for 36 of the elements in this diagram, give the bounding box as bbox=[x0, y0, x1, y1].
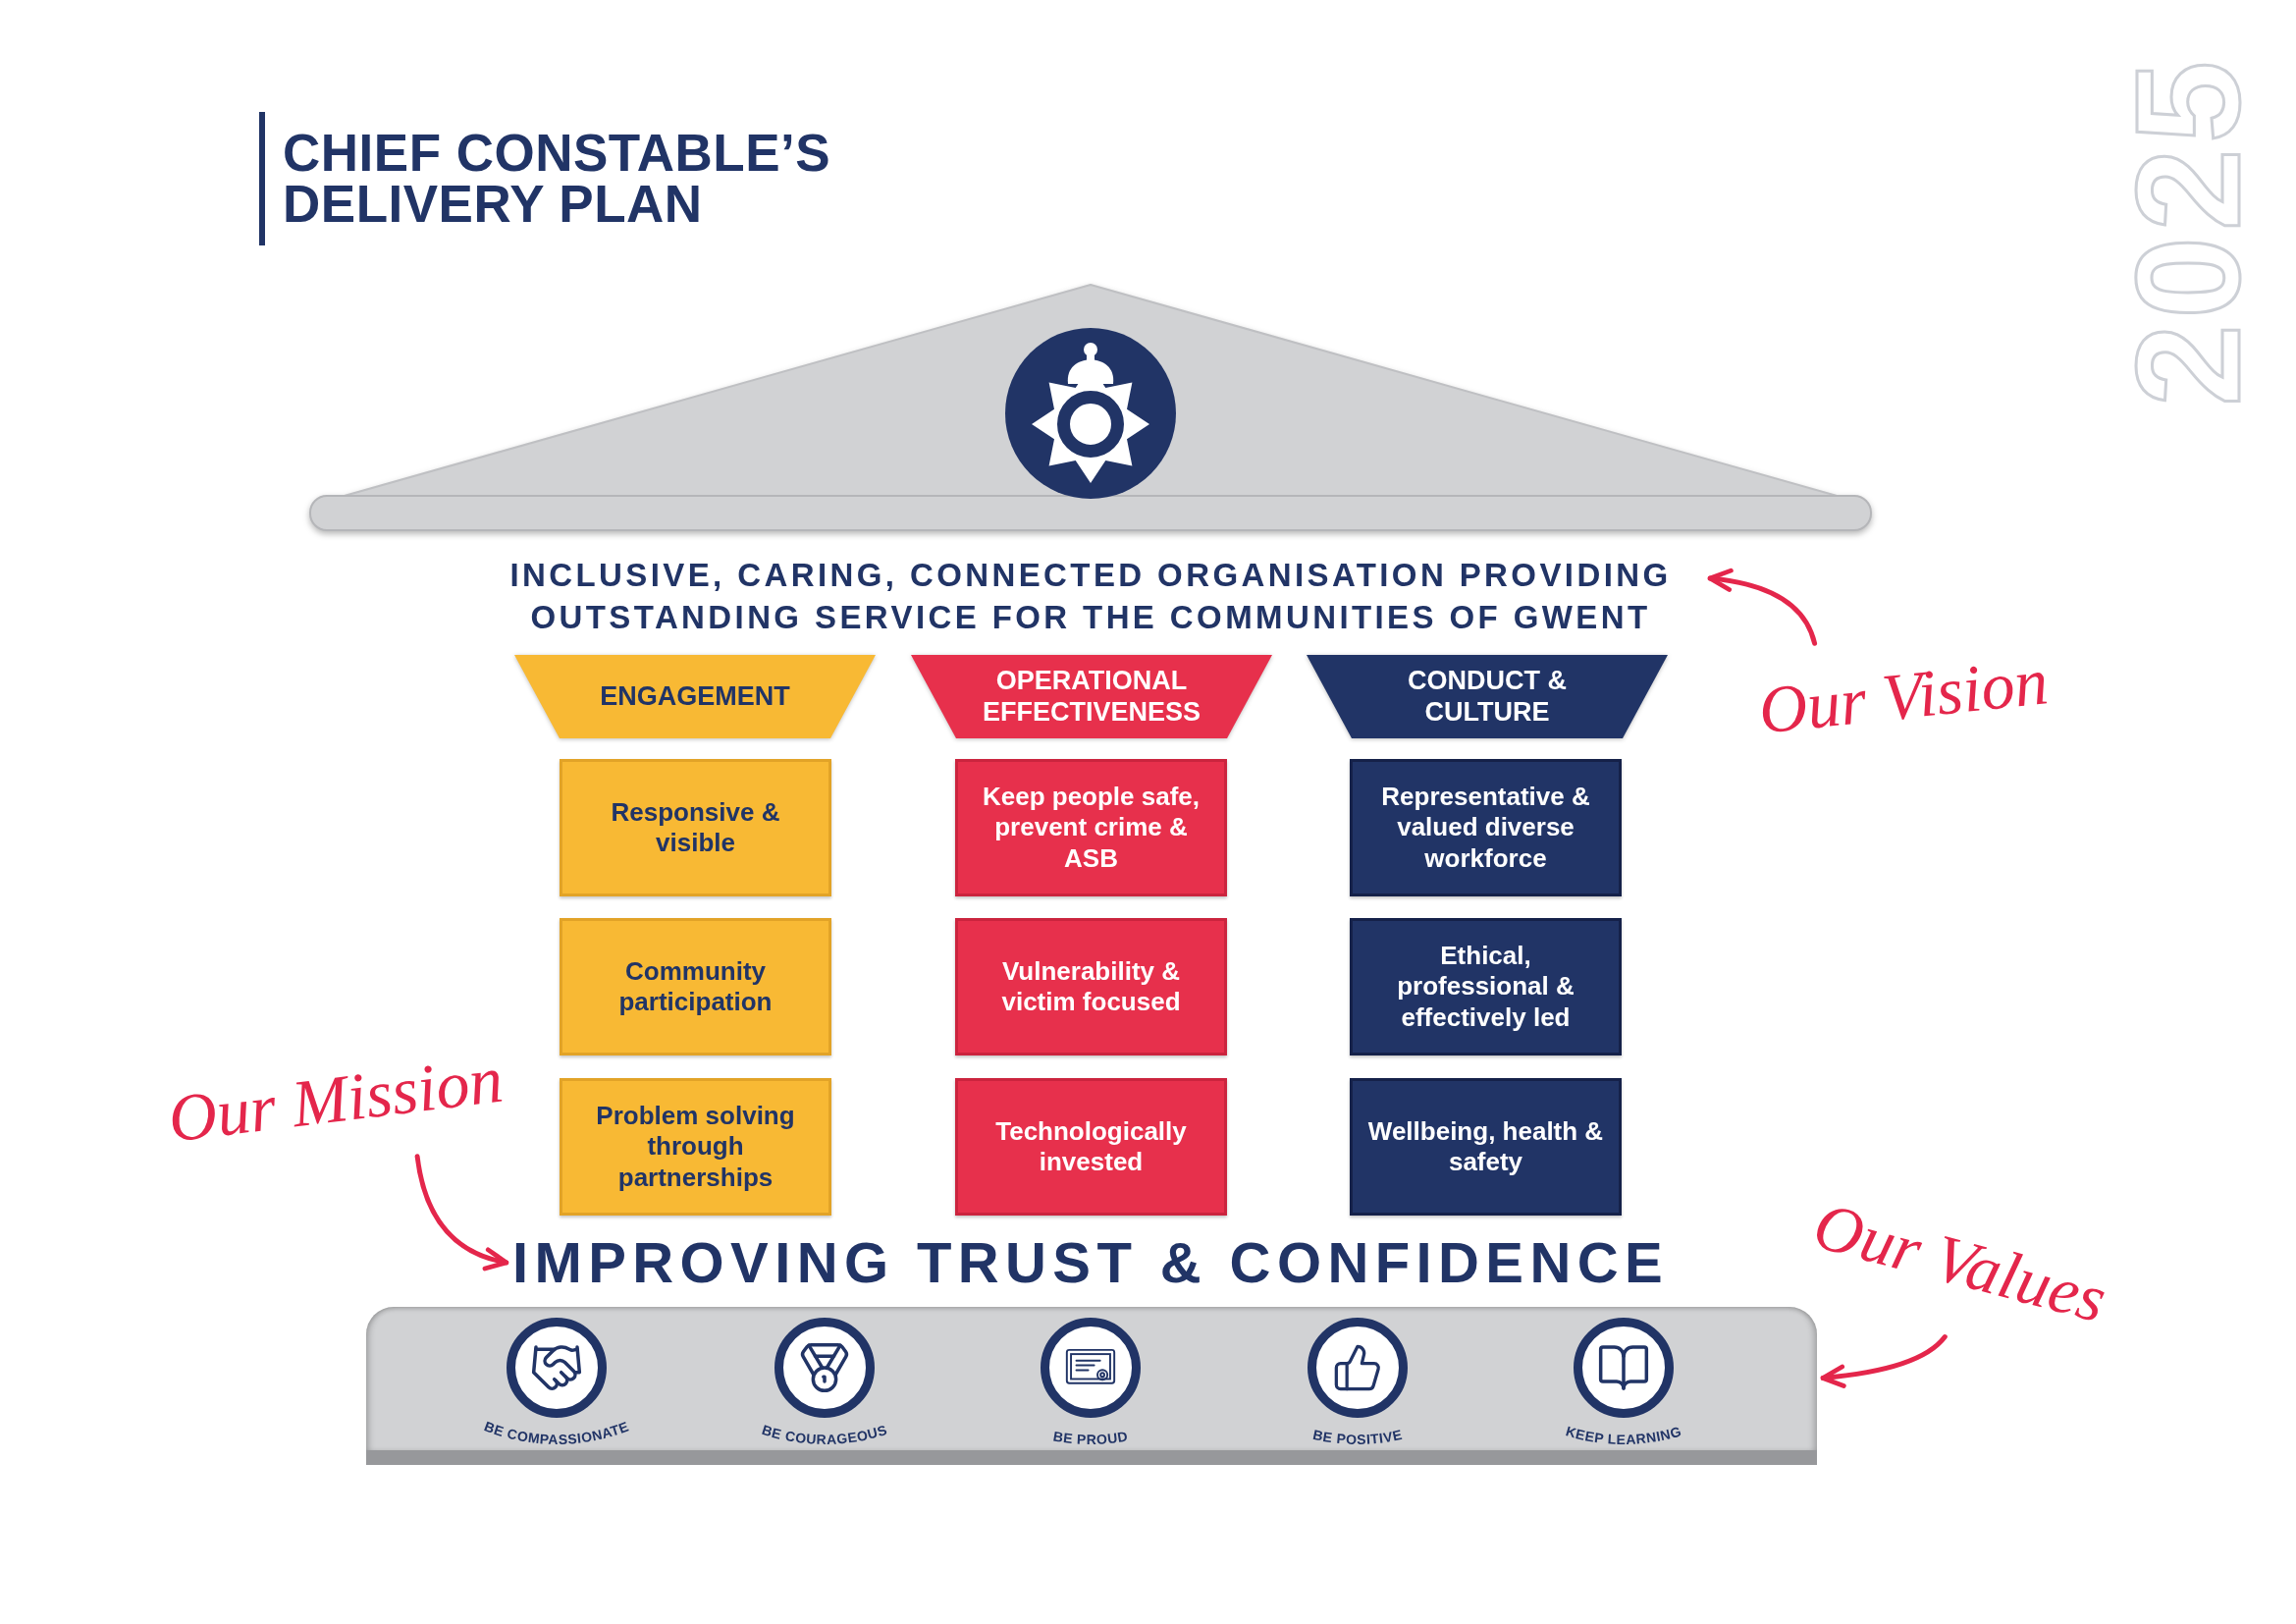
page-title: CHIEF CONSTABLE’S DELIVERY PLAN bbox=[283, 128, 832, 230]
objective-text: Wellbeing, health & safety bbox=[1367, 1115, 1604, 1176]
objective-box bbox=[560, 759, 831, 896]
objective-text: Ethical, professional & effectively led bbox=[1397, 941, 1575, 1032]
column-heading: OPERATIONAL EFFECTIVENESS bbox=[982, 666, 1201, 727]
objective-text: Community participation bbox=[618, 955, 773, 1016]
objective-box bbox=[955, 759, 1227, 896]
objective-box bbox=[1350, 759, 1622, 896]
mission-statement: IMPROVING TRUST & CONFIDENCE bbox=[511, 1231, 1670, 1294]
objective-box bbox=[955, 1078, 1227, 1216]
column-heading: ENGAGEMENT bbox=[600, 680, 790, 711]
objective-box bbox=[955, 918, 1227, 1056]
objective-box bbox=[1350, 1078, 1622, 1216]
handwritten-annotation: Our Mission bbox=[164, 1045, 507, 1153]
objective-text: Responsive & visible bbox=[611, 796, 780, 857]
objective-text: Problem solving through partnerships bbox=[596, 1101, 795, 1192]
objective-box bbox=[560, 918, 831, 1056]
handwritten-annotation: Our Values bbox=[1807, 1191, 2113, 1333]
curved-arrow bbox=[1820, 1334, 1948, 1388]
column-heading: CONDUCT & CULTURE bbox=[1408, 666, 1567, 727]
objective-text: Keep people safe, prevent crime & ASB bbox=[982, 782, 1201, 873]
value-label: BE COURAGEOUS bbox=[760, 1421, 889, 1447]
value-label: BE POSITIVE bbox=[1311, 1426, 1404, 1448]
objective-text: Representative & valued diverse workforce bbox=[1381, 782, 1590, 873]
plinth-base bbox=[366, 1307, 1817, 1465]
objective-text: Technologically invested bbox=[995, 1115, 1187, 1176]
objective-text: Vulnerability & victim focused bbox=[1001, 955, 1181, 1016]
curved-arrow bbox=[414, 1154, 509, 1271]
value-label: BE COMPASSIONATE bbox=[482, 1418, 631, 1447]
curved-arrow bbox=[1707, 568, 1818, 646]
objective-box bbox=[1350, 918, 1622, 1056]
vision-statement: INCLUSIVE, CARING, CONNECTED ORGANISATION PROVIDING OUTSTANDING SERVICE FOR THE COMMUNITIES OF GWENT bbox=[508, 556, 1673, 637]
objective-box bbox=[560, 1078, 831, 1216]
handwritten-annotation: Our Vision bbox=[1755, 647, 2052, 744]
value-label: KEEP LEARNING bbox=[1564, 1423, 1683, 1447]
value-label: BE PROUD bbox=[1051, 1428, 1130, 1447]
